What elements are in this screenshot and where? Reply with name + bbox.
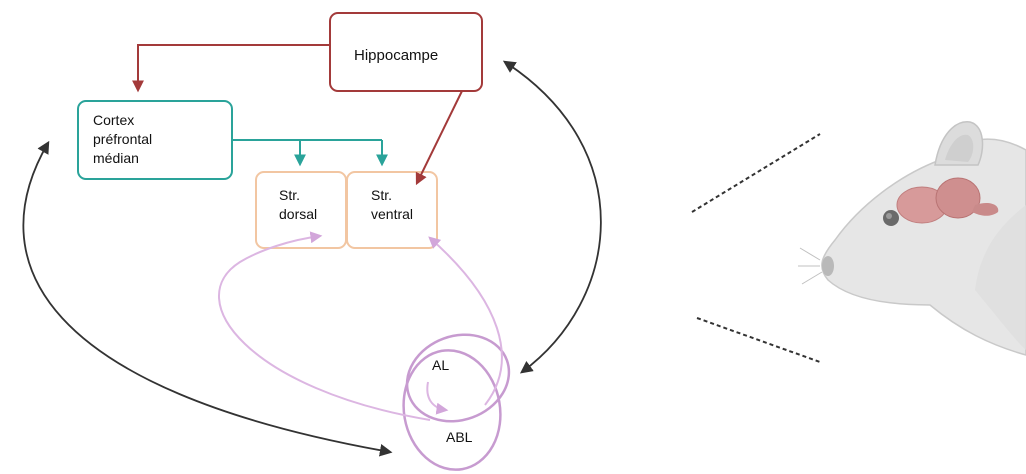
str-ventral-label: Str. ventral: [371, 187, 414, 222]
hippo-to-cortex-arrow: [132, 44, 330, 93]
dashed-line-top: [691, 133, 821, 213]
rat-head-icon: [798, 121, 1026, 356]
cortex-label: Cortex préfrontal médian: [93, 112, 153, 166]
dashed-line-bottom: [696, 317, 821, 363]
abl-to-dorsal-arrow: [218, 231, 431, 421]
hippo-amygdala-bidirectional-arrow: [502, 60, 602, 374]
hippocampe-box: [329, 12, 483, 92]
brain-icon: [896, 177, 999, 224]
str-dorsal-label: Str. dorsal: [279, 187, 318, 222]
cortex-abl-bidirectional-arrow: [22, 140, 393, 457]
al-label: AL: [432, 357, 450, 373]
abl-ellipse: [402, 349, 502, 471]
abl-to-ventral-arrow: [428, 236, 503, 406]
hippocampe-label: Hippocampe: [354, 47, 439, 64]
abl-label: ABL: [446, 429, 473, 445]
hippo-to-ventral-arrow: [415, 90, 463, 186]
al-to-abl-arrow: [426, 381, 449, 415]
